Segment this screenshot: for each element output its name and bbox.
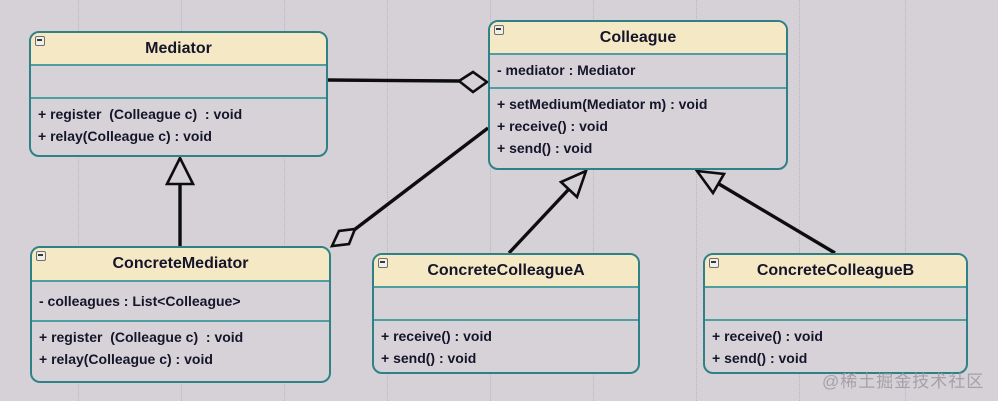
collapse-icon[interactable] xyxy=(709,258,719,268)
class-title: ConcreteMediator xyxy=(112,255,249,272)
generalization-concretecolleaguea-colleague xyxy=(507,168,589,255)
aggregation-line xyxy=(327,78,461,83)
generalization-triangle-icon xyxy=(164,155,196,186)
collapse-icon[interactable] xyxy=(494,25,504,35)
class-title: ConcreteColleagueA xyxy=(427,262,585,279)
attributes-section: - mediator : Mediator xyxy=(490,55,786,89)
class-concrete-mediator[interactable]: ConcreteMediator - colleagues : List<Col… xyxy=(30,246,331,383)
attributes-section xyxy=(705,288,966,321)
grid-line xyxy=(593,0,594,401)
method-row: + send() : void xyxy=(381,350,477,366)
methods-section: + receive() : void + send() : void xyxy=(374,321,638,369)
collapse-icon[interactable] xyxy=(378,258,388,268)
method-row: + register (Colleague c) : void xyxy=(39,329,244,345)
methods-section: + register (Colleague c) : void + relay(… xyxy=(32,322,329,370)
class-header[interactable]: Colleague xyxy=(490,22,786,55)
class-header[interactable]: ConcreteColleagueB xyxy=(705,255,966,288)
aggregation-colleague-concretemediator xyxy=(329,126,490,248)
collapse-icon[interactable] xyxy=(36,251,46,261)
method-row: + send() : void xyxy=(497,140,593,156)
grid-line xyxy=(490,0,491,401)
grid-line xyxy=(284,0,285,401)
grid-line xyxy=(78,0,79,401)
method-row: + register (Colleague c) : void xyxy=(38,106,243,122)
class-title: Mediator xyxy=(145,40,212,57)
method-row: + send() : void xyxy=(712,350,808,366)
attribute-row: - colleagues : List<Colleague> xyxy=(39,293,241,309)
collapse-icon[interactable] xyxy=(35,36,45,46)
methods-section: + receive() : void + send() : void xyxy=(705,321,966,369)
class-header[interactable]: Mediator xyxy=(31,33,326,66)
class-title: ConcreteColleagueB xyxy=(756,262,915,279)
methods-section: + setMedium(Mediator m) : void + receive… xyxy=(490,89,786,159)
generalization-concretemediator-mediator xyxy=(164,155,196,246)
generalization-concretecolleagueb-colleague xyxy=(694,169,836,255)
attributes-section: - colleagues : List<Colleague> xyxy=(32,282,329,322)
generalization-triangle-icon xyxy=(694,169,727,196)
method-row: + receive() : void xyxy=(497,118,608,134)
method-row: + receive() : void xyxy=(712,328,823,344)
watermark: @稀土掘金技术社区 xyxy=(822,372,985,391)
generalization-triangle-icon xyxy=(558,168,589,200)
method-row: + setMedium(Mediator m) : void xyxy=(497,96,708,112)
aggregation-line xyxy=(352,126,490,232)
class-concrete-colleague-a[interactable]: ConcreteColleagueA + receive() : void + … xyxy=(372,253,640,374)
method-row: + relay(Colleague c) : void xyxy=(39,351,213,367)
method-row: + receive() : void xyxy=(381,328,492,344)
attribute-row: - mediator : Mediator xyxy=(497,62,636,78)
attributes-section xyxy=(31,66,326,99)
grid-line xyxy=(905,0,906,401)
class-title: Colleague xyxy=(599,29,677,46)
methods-section: + register (Colleague c) : void + relay(… xyxy=(31,99,326,147)
method-row: + relay(Colleague c) : void xyxy=(38,128,212,144)
class-colleague[interactable]: Colleague - mediator : Mediator + setMed… xyxy=(488,20,788,170)
generalization-line xyxy=(507,187,571,255)
generalization-line xyxy=(718,182,836,255)
aggregation-diamond-icon xyxy=(456,70,490,94)
grid-line xyxy=(696,0,697,401)
class-concrete-colleague-b[interactable]: ConcreteColleagueB + receive() : void + … xyxy=(703,253,968,374)
class-header[interactable]: ConcreteColleagueA xyxy=(374,255,638,288)
aggregation-mediator-colleague xyxy=(327,70,490,94)
class-header[interactable]: ConcreteMediator xyxy=(32,248,329,282)
attributes-section xyxy=(374,288,638,321)
class-mediator[interactable]: Mediator + register (Colleague c) : void… xyxy=(29,31,328,157)
aggregation-diamond-icon xyxy=(329,227,358,248)
